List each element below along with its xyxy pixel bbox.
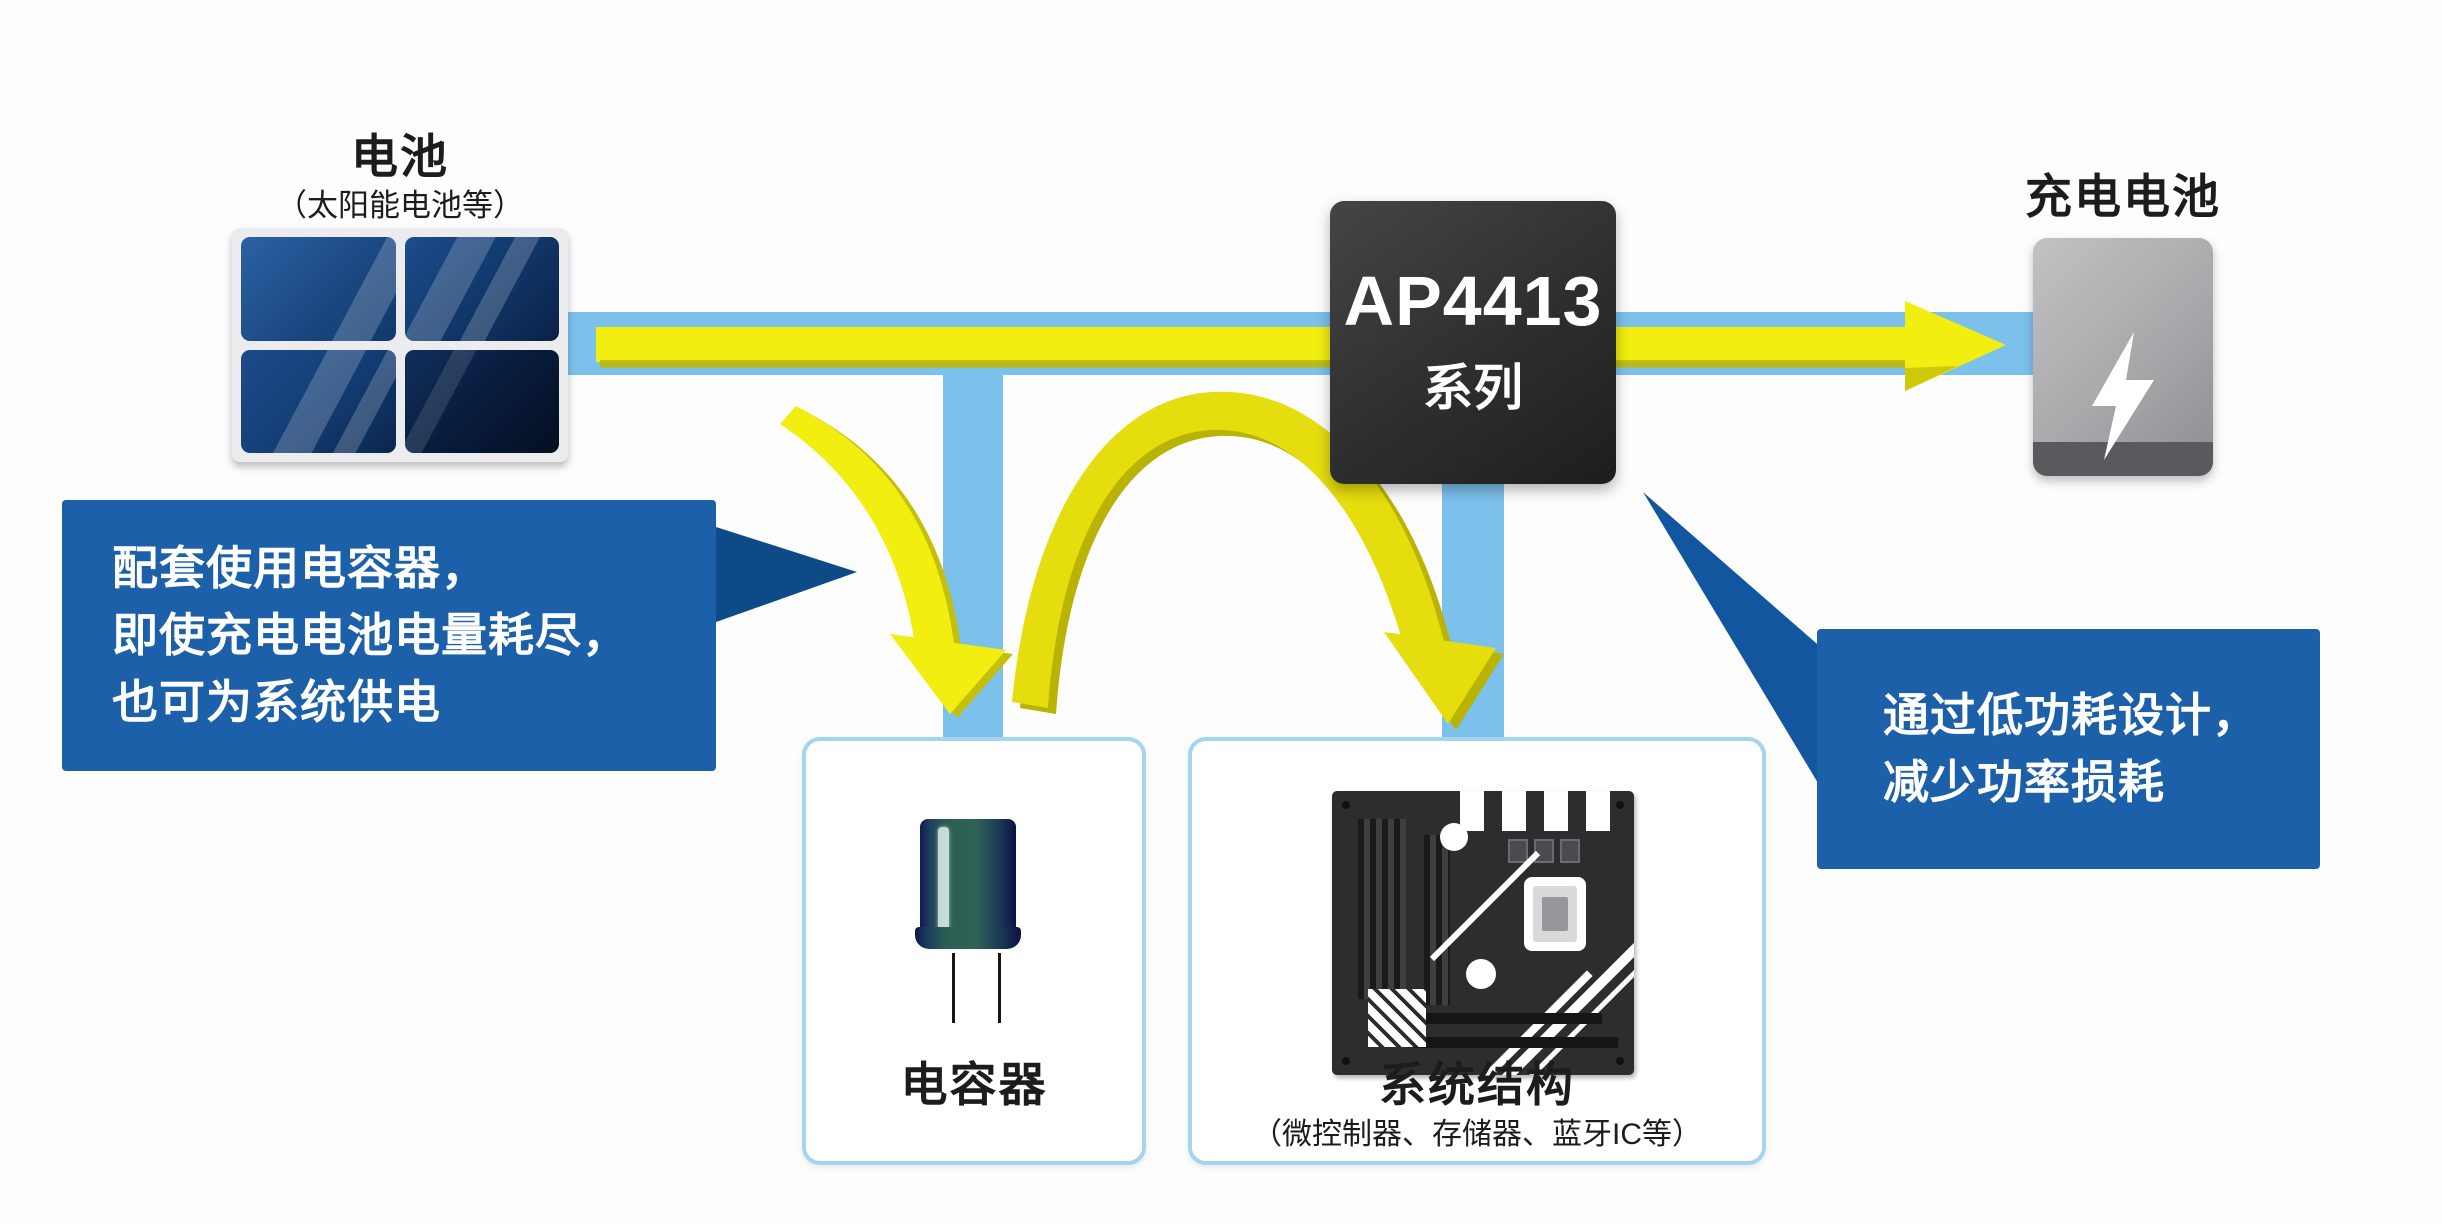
lightning-bolt-icon: [2092, 332, 2154, 460]
left-callout-pointer: [716, 527, 857, 622]
system-box: 系统结构 （微控制器、存储器、蓝牙IC等）: [1188, 737, 1766, 1165]
capacitor-label: 电容器: [900, 1058, 1048, 1111]
right-callout: 通过低功耗设计， 减少功率损耗: [1817, 629, 2320, 869]
capacitor-box: 电容器: [802, 737, 1146, 1165]
battery-subtitle: （太阳能电池等）: [276, 188, 524, 223]
system-branch-band: [1442, 483, 1504, 738]
chip-node: AP4413 系列: [1330, 201, 1616, 484]
motherboard-icon: [1332, 791, 1634, 1075]
left-callout: 配套使用电容器， 即使充电电池电量耗尽， 也可为系统供电: [62, 500, 716, 771]
capacitor-icon: [915, 819, 1021, 949]
rechargeable-battery-icon: [2033, 238, 2213, 476]
rechargeable-battery-title: 充电电池: [2025, 170, 2221, 223]
right-callout-line-1: 通过低功耗设计，: [1883, 689, 2259, 741]
left-callout-line-1: 配套使用电容器，: [112, 542, 488, 594]
capacitor-lead: [998, 953, 1001, 1023]
capacitor-branch-band: [943, 374, 1003, 738]
left-callout-line-3: 也可为系统供电: [112, 676, 441, 728]
capacitor-lead: [952, 953, 955, 1023]
right-callout-line-2: 减少功率损耗: [1883, 756, 2165, 808]
system-sublabel: （微控制器、存储器、蓝牙IC等）: [1252, 1118, 1702, 1151]
system-label: 系统结构: [1379, 1058, 1575, 1111]
left-callout-line-2: 即使充电电池电量耗尽，: [112, 609, 629, 661]
chip-series-label: 系列: [1423, 360, 1523, 417]
solar-panel-icon: [232, 228, 568, 462]
main-power-band: [568, 312, 2037, 375]
chip-name: AP4413: [1343, 261, 1603, 340]
battery-base-strip: [2033, 442, 2213, 476]
battery-title: 电池: [351, 130, 449, 183]
